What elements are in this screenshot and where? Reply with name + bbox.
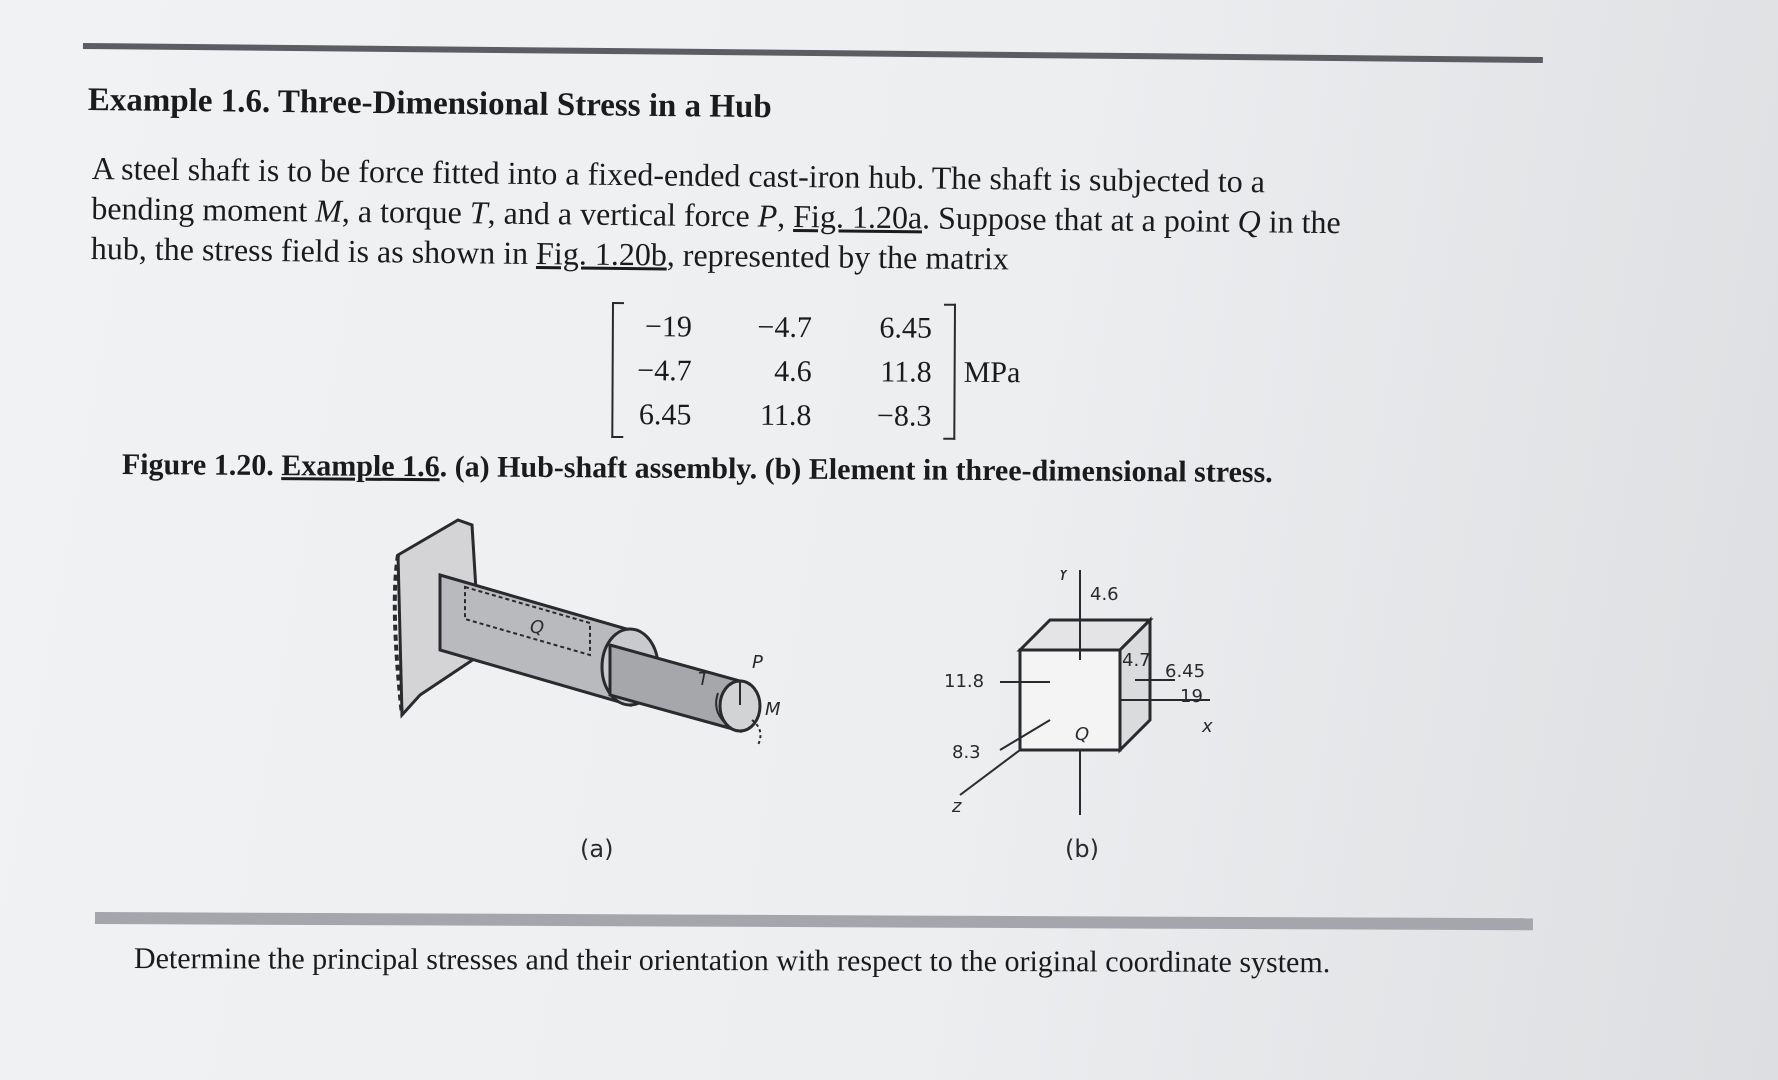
figure-a-label: (a) (580, 835, 614, 863)
matrix-cell: −8.3 (876, 399, 932, 433)
matrix-cell: 6.45 (638, 398, 692, 432)
sigma-y-value: 4.6 (1090, 584, 1119, 605)
example-title: Example 1.6. Three-Dimensional Stress in… (87, 82, 772, 126)
example-1-6-link[interactable]: Example 1.6 (281, 449, 440, 484)
matrix-cell: 6.45 (879, 311, 932, 345)
matrix-unit: MPa (963, 355, 1021, 390)
fig-1-20a-link[interactable]: Fig. 1.20a (793, 197, 923, 236)
figure-b-label: (b) (1065, 835, 1099, 863)
top-rule (82, 43, 1543, 64)
matrix-right-bracket (943, 303, 956, 440)
wall-hatch (392, 554, 404, 716)
tau-yz-value: 11.8 (944, 671, 984, 692)
x-axis-label: x (1201, 716, 1213, 737)
matrix-cell: 4.6 (774, 354, 812, 389)
point-q-label: Q (530, 617, 544, 638)
hub-shaft-drawing: Q P T M (392, 518, 781, 746)
point-q-label-b: Q (1075, 724, 1089, 745)
y-axis-label: Y (1058, 570, 1071, 585)
figure-b-stress-element: Y 4.6 4.7 6.45 19 x 11.8 8.3 z Q (b) (940, 560, 1240, 863)
z-axis-label: z (951, 796, 962, 817)
sigma-z-arrow (999, 719, 1051, 751)
sigma-z-value: 8.3 (952, 742, 981, 763)
tau-xy-value: 4.7 (1122, 650, 1151, 671)
cube-front (1018, 648, 1122, 752)
torque-t-label: T (698, 669, 711, 690)
matrix-cell: −4.7 (757, 310, 812, 345)
matrix-cell: −4.7 (637, 354, 692, 388)
figure-caption: Figure 1.20. Example 1.6. (a) Hub-shaft … (121, 448, 1273, 490)
matrix-cell: −19 (644, 310, 692, 344)
sigma-x-value: 19 (1180, 686, 1203, 707)
cube-side (1118, 616, 1152, 754)
fit-region (464, 585, 591, 657)
force-p-label: P (752, 652, 763, 673)
tau-xz-value: 6.45 (1165, 661, 1205, 682)
bottom-rule (94, 912, 1533, 931)
stress-element-drawing: Y 4.6 4.7 6.45 19 x 11.8 8.3 z Q (944, 560, 1213, 817)
z-axis (959, 749, 1021, 796)
problem-paragraph: A steel shaft is to be force fitted into… (91, 148, 1532, 284)
moment-arrow (751, 719, 762, 746)
stress-matrix: −19 −4.7 6.45 −4.7 4.6 11.8 6.45 11.8 −8… (611, 302, 1032, 440)
matrix-cell: 11.8 (759, 398, 812, 433)
matrix-cell: 11.8 (880, 355, 932, 389)
figure-a-hub-shaft: Q P T M (a) (380, 505, 860, 863)
torque-arrow (715, 692, 726, 724)
question-text: Determine the principal stresses and the… (133, 942, 1331, 980)
moment-m-label: M (765, 699, 781, 720)
fig-1-20b-link[interactable]: Fig. 1.20b (535, 235, 668, 273)
